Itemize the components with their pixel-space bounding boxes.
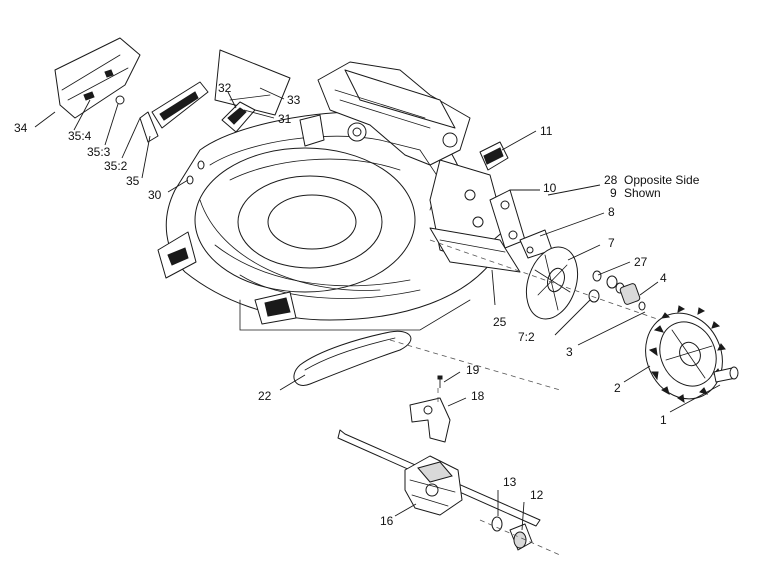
callout-4: 4 xyxy=(660,271,667,285)
callout-35-3: 35:3 xyxy=(87,145,111,159)
callout-7: 7 xyxy=(608,236,615,250)
callout-32: 32 xyxy=(218,81,232,95)
callout-35: 35 xyxy=(126,174,140,188)
small-hardware xyxy=(588,270,646,311)
bracket-18 xyxy=(409,397,451,443)
handle-assembly xyxy=(54,37,209,143)
callout-1: 1 xyxy=(660,413,667,427)
leader-lines xyxy=(34,87,721,531)
control-bracket-31-33 xyxy=(214,49,291,133)
note-opposite-side: Opposite Side xyxy=(624,173,700,187)
callout-34: 34 xyxy=(14,121,28,135)
callout-33: 33 xyxy=(287,93,301,107)
drive-bracket-11 xyxy=(479,141,509,171)
rear-wheel-2 xyxy=(645,305,726,404)
axle-bracket xyxy=(429,227,521,273)
callout-labels: 34 35:4 35:3 35:2 35 30 32 33 31 11 10 2… xyxy=(14,81,700,528)
callout-18: 18 xyxy=(471,389,485,403)
callout-3: 3 xyxy=(566,345,573,359)
callout-35-2: 35:2 xyxy=(104,159,128,173)
callout-19: 19 xyxy=(466,363,480,377)
callout-16: 16 xyxy=(380,514,394,528)
callout-27: 27 xyxy=(634,255,648,269)
transmission-16 xyxy=(337,429,541,527)
screw-19 xyxy=(437,375,443,388)
callout-13: 13 xyxy=(503,475,517,489)
callout-7-2: 7:2 xyxy=(518,330,535,344)
callout-10: 10 xyxy=(543,181,557,195)
callout-22: 22 xyxy=(258,389,272,403)
bolt-30 xyxy=(186,160,205,185)
callout-8: 8 xyxy=(608,205,615,219)
callout-12: 12 xyxy=(530,488,544,502)
drive-gear-7 xyxy=(525,246,579,320)
callout-25: 25 xyxy=(493,315,507,329)
callout-11: 11 xyxy=(540,124,553,138)
center-lines xyxy=(389,239,661,556)
callout-31: 31 xyxy=(278,112,292,126)
height-plate-10 xyxy=(489,189,526,249)
axle-bolt-1 xyxy=(713,366,739,383)
callout-30: 30 xyxy=(148,188,162,202)
callout-35-4: 35:4 xyxy=(68,129,92,143)
callout-28: 28 xyxy=(604,173,618,187)
callout-9: 9 xyxy=(610,186,617,200)
callout-2: 2 xyxy=(614,381,621,395)
drive-belt-22 xyxy=(293,330,412,386)
note-shown: Shown xyxy=(624,186,661,200)
